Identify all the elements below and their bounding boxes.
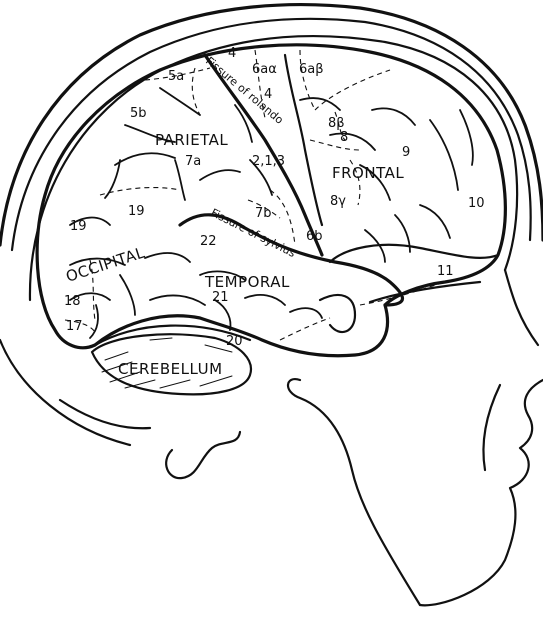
area-21: 21: [212, 290, 229, 305]
area-7a: 7a: [185, 154, 201, 169]
neck-back: [0, 340, 130, 445]
area-8: 8: [340, 130, 348, 145]
area-22: 22: [200, 234, 217, 249]
frontal-inferior-curve: [330, 245, 498, 262]
face-profile: [420, 270, 543, 605]
area-10: 10: [468, 196, 485, 211]
region-occipital: OCCIPITAL: [64, 243, 147, 285]
area-20: 20: [226, 334, 243, 349]
ear-detail: [166, 432, 240, 478]
region-frontal: FRONTAL: [332, 164, 404, 182]
region-cerebellum: CEREBELLUM: [118, 360, 223, 378]
area-17: 17: [66, 319, 83, 334]
area-4-top: 4: [228, 46, 236, 61]
area-8-gamma: 8γ: [330, 194, 346, 209]
area-6a-beta: 6aβ: [299, 62, 324, 77]
area-9: 9: [402, 145, 410, 160]
area-4-mid: 4: [264, 87, 272, 102]
jaw-line: [288, 379, 420, 605]
area-6b: 6b: [306, 229, 323, 244]
region-temporal: TEMPORAL: [204, 273, 290, 291]
region-parietal: PARIETAL: [155, 131, 228, 149]
area-11: 11: [437, 264, 454, 279]
area-7b: 7b: [255, 206, 272, 221]
area-18: 18: [64, 294, 81, 309]
area-19-left: 19: [70, 219, 87, 234]
area-5a: 5a: [168, 69, 184, 84]
area-5b: 5b: [130, 106, 147, 121]
temporal-pole-curve: [320, 295, 355, 332]
label-fissure-of-sylvius: Fissure of sylvius: [209, 206, 298, 260]
area-19-right: 19: [128, 204, 145, 219]
area-6a-alpha: 6aα: [252, 62, 277, 77]
mastoid-detail: [60, 400, 150, 428]
area-8-beta: 8β: [328, 116, 345, 131]
area-2-1-3: 2,1,3: [252, 154, 285, 169]
jaw-inner-line: [483, 385, 500, 470]
